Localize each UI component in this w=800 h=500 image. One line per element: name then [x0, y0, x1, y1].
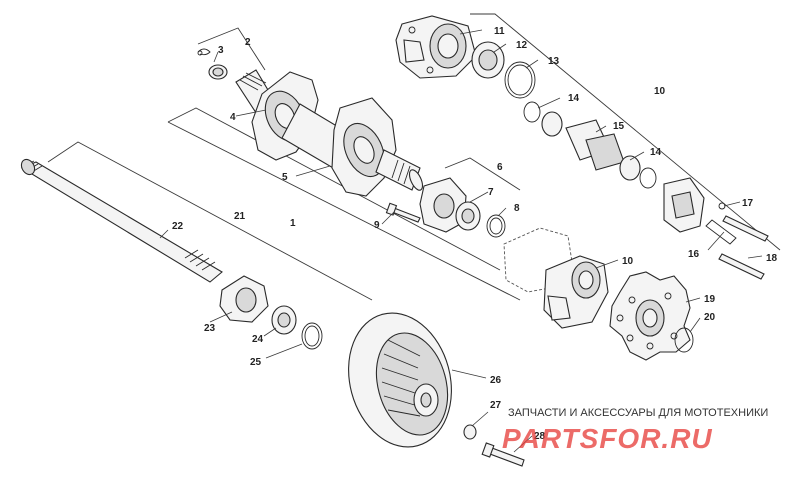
- callout-2: 2: [245, 37, 251, 48]
- callout-14-upper: 14: [568, 93, 580, 104]
- callout-13: 13: [548, 56, 560, 67]
- callout-7: 7: [488, 187, 494, 198]
- callout-10-lower: 10: [622, 256, 634, 267]
- brake-pads-14-15: [523, 101, 657, 189]
- axle-bearing-group: [219, 275, 323, 350]
- callout-5: 5: [282, 172, 288, 183]
- bracket-6: [444, 157, 521, 191]
- callout-26: 26: [490, 375, 502, 386]
- callout-18: 18: [766, 253, 778, 264]
- callout-12: 12: [516, 40, 528, 51]
- callout-23: 23: [204, 323, 216, 334]
- callout-9: 9: [374, 220, 380, 231]
- seal-and-clip-2-3: [197, 48, 228, 80]
- bearing-housing-top: [395, 15, 536, 99]
- callout-16: 16: [688, 249, 700, 260]
- callout-27: 27: [490, 400, 502, 411]
- bracket-1: [167, 107, 501, 271]
- callout-25: 25: [250, 357, 262, 368]
- callout-10-top: 10: [654, 86, 666, 97]
- callout-1: 1: [290, 218, 296, 229]
- callout-19: 19: [704, 294, 716, 305]
- callout-17: 17: [742, 198, 754, 209]
- callout-labels: 2 3 4 5 1 6 7 8 9 10 11 12 13 14 15 14 1…: [172, 26, 778, 442]
- callout-11: 11: [494, 26, 505, 37]
- watermark-tagline: ЗАПЧАСТИ И АКСЕССУАРЫ ДЛЯ МОТОТЕХНИКИ: [508, 407, 768, 419]
- callout-24: 24: [252, 334, 264, 345]
- bracket-10-top: [470, 13, 781, 251]
- callout-15: 15: [613, 121, 625, 132]
- callout-3: 3: [218, 45, 224, 56]
- bearing-plate-group: [385, 177, 506, 238]
- bracket-21: [47, 141, 373, 301]
- driven-pulley-26: [348, 312, 452, 448]
- callout-4: 4: [230, 112, 236, 123]
- callout-28: 28: [534, 431, 546, 442]
- leader-lines: [159, 29, 763, 453]
- caliper-bracket-right: [663, 177, 769, 280]
- callout-20: 20: [704, 312, 716, 323]
- callout-6: 6: [497, 162, 503, 173]
- callout-22: 22: [172, 221, 184, 232]
- assembly-brackets: [47, 13, 781, 301]
- watermark: ЗАПЧАСТИ И АКСЕССУАРЫ ДЛЯ МОТОТЕХНИКИ PA…: [502, 407, 768, 454]
- callout-8: 8: [514, 203, 520, 214]
- axle-shaft-22: [20, 158, 223, 283]
- callout-14-lower: 14: [650, 147, 662, 158]
- watermark-logo: PARTSFOR.RU: [502, 423, 713, 454]
- bracket-2: [197, 27, 266, 71]
- washer-bolt-27-28: [463, 424, 525, 467]
- drive-sprocket-assembly: [235, 69, 424, 197]
- chaincase-caliper-lower: [503, 227, 609, 329]
- brake-disc-19: [609, 271, 694, 361]
- callout-21: 21: [234, 211, 246, 222]
- bracket-1-lower: [167, 121, 521, 301]
